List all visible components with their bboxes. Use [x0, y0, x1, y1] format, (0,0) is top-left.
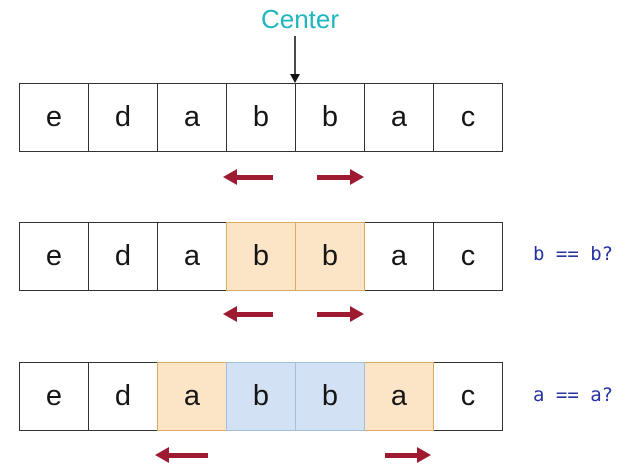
cell-row2-col1: e	[19, 222, 89, 291]
cell-row3-col1: e	[19, 362, 89, 431]
cell-row1-col1: e	[19, 83, 89, 152]
cell-row1-col3: a	[157, 83, 227, 152]
expand-right-arrow-icon	[317, 306, 364, 322]
center-pointer-arrow-shaft	[294, 36, 296, 76]
cell-row2-col2: d	[88, 222, 158, 291]
cell-row3-col4-highlighted: b	[226, 362, 296, 431]
cell-row1-col2: d	[88, 83, 158, 152]
cell-row1-col4: b	[226, 83, 296, 152]
array-row-step1: e d a b b a c	[19, 222, 503, 291]
expand-right-arrow-icon	[385, 447, 431, 463]
expand-left-arrow-icon	[223, 306, 273, 322]
cell-row1-col5: b	[295, 83, 365, 152]
comparison-label-step1: b == b?	[533, 243, 614, 265]
center-pointer-arrow-icon	[290, 74, 300, 83]
cell-row3-col5-highlighted: b	[295, 362, 365, 431]
expand-right-arrow-icon	[317, 169, 364, 185]
cell-row1-col6: a	[364, 83, 434, 152]
array-row-initial: e d a b b a c	[19, 83, 503, 152]
expand-left-arrow-icon	[155, 447, 208, 463]
comparison-label-step2: a == a?	[533, 384, 614, 406]
cell-row2-col7: c	[433, 222, 503, 291]
cell-row3-col2: d	[88, 362, 158, 431]
cell-row2-col5-highlighted: b	[295, 222, 365, 291]
array-row-step2: e d a b b a c	[19, 362, 503, 431]
cell-row3-col6-highlighted: a	[364, 362, 434, 431]
center-label: Center	[260, 4, 340, 34]
cell-row2-col6: a	[364, 222, 434, 291]
cell-row3-col7: c	[433, 362, 503, 431]
cell-row2-col4-highlighted: b	[226, 222, 296, 291]
cell-row3-col3-highlighted: a	[157, 362, 227, 431]
cell-row1-col7: c	[433, 83, 503, 152]
expand-left-arrow-icon	[223, 169, 273, 185]
cell-row2-col3: a	[157, 222, 227, 291]
